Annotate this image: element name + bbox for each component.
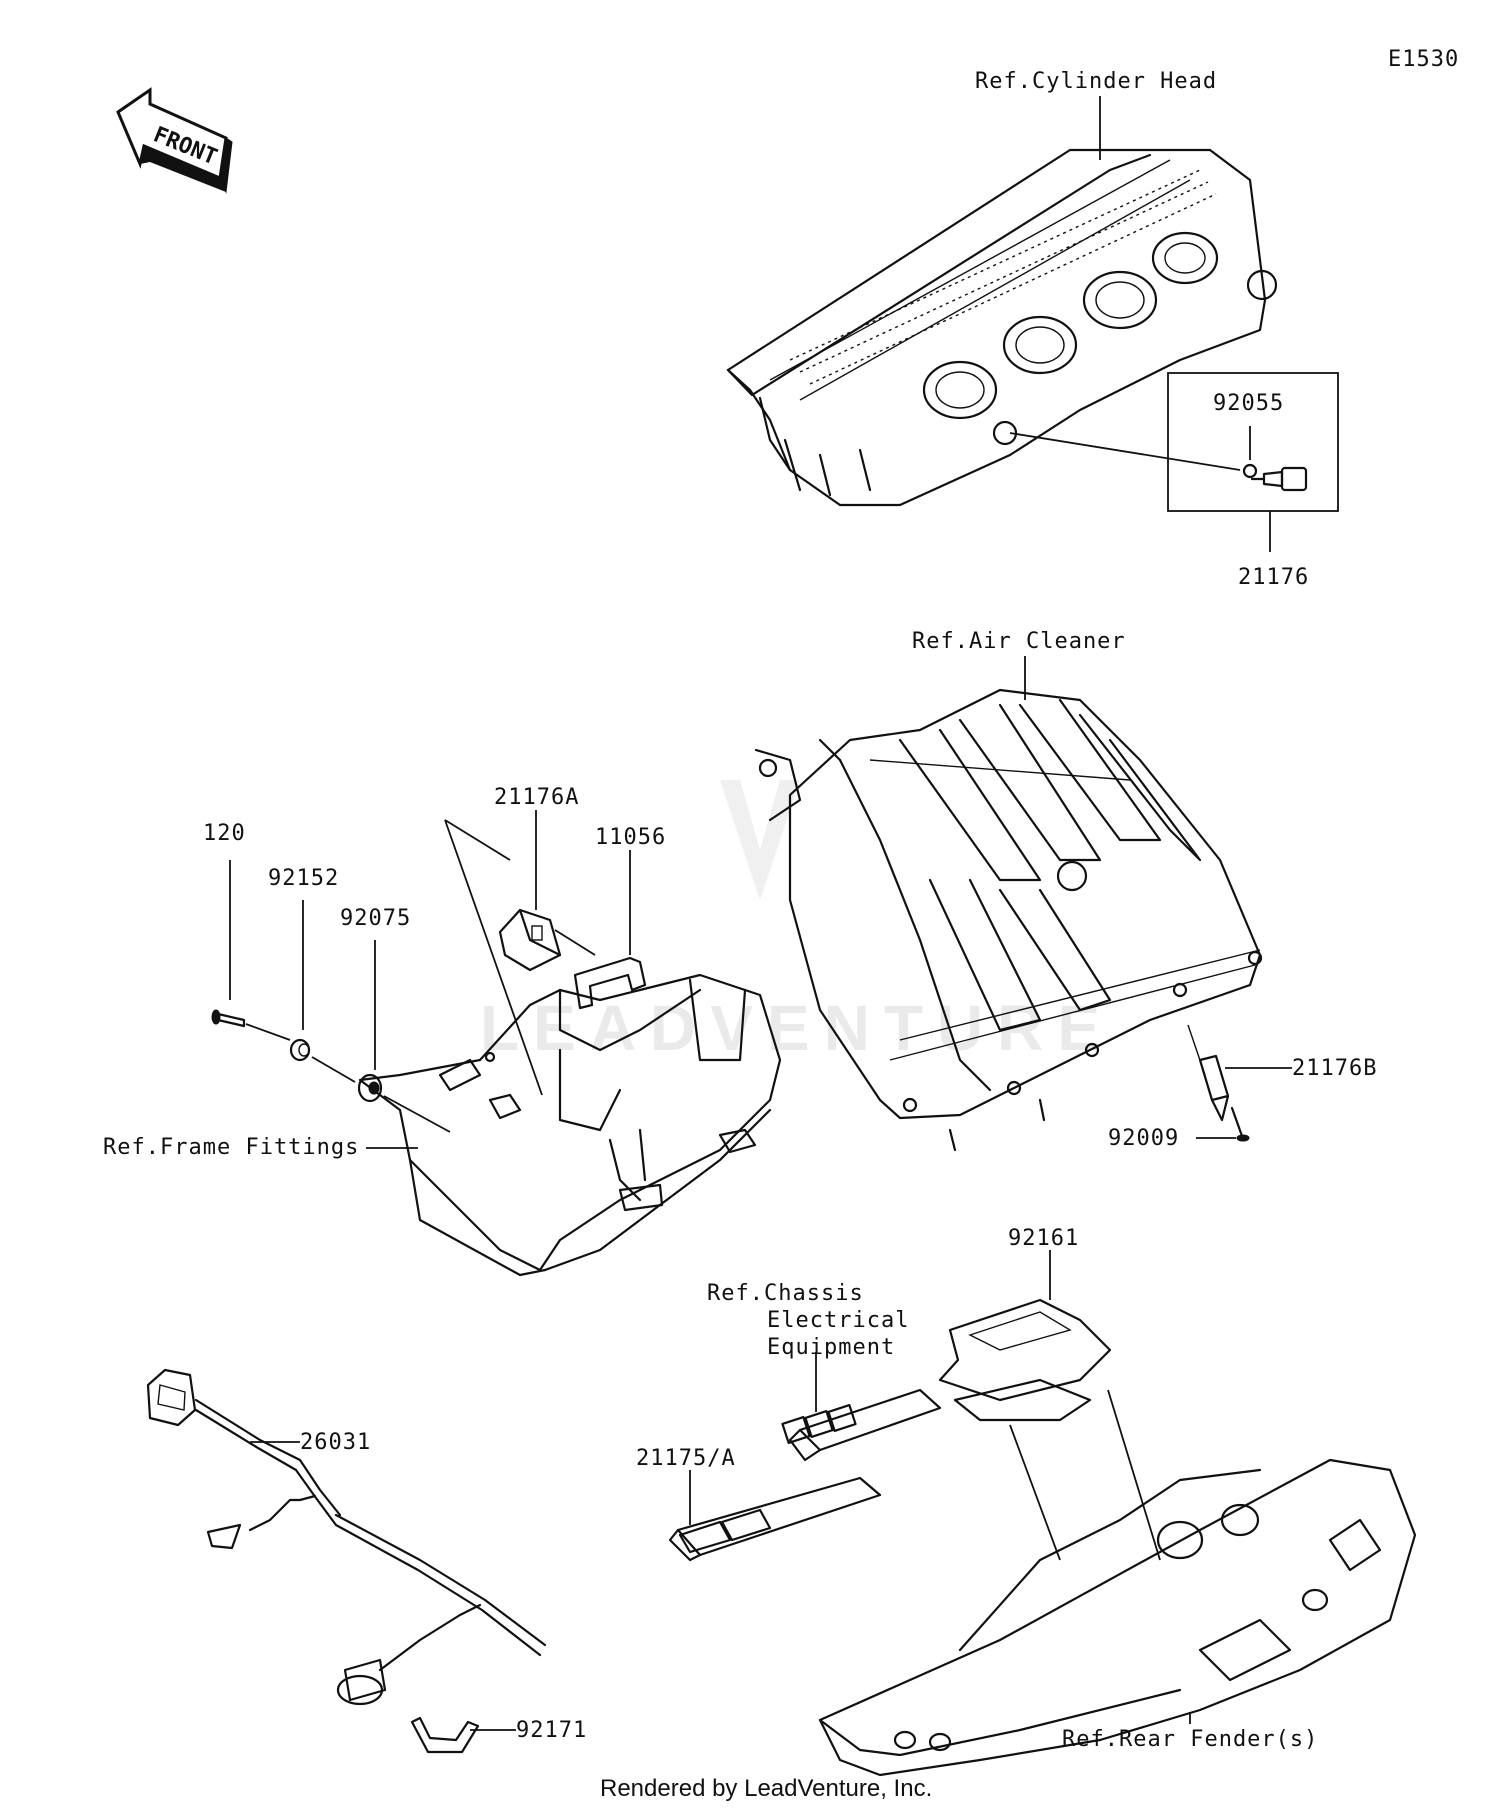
chassis-ecu [781, 1352, 942, 1462]
part-21176B-label: 21176B [1292, 1056, 1377, 1081]
leader-collar-line [311, 1056, 356, 1083]
part-92055-label: 92055 [1213, 391, 1284, 416]
wire-harness-26031 [146, 1368, 547, 1706]
tray-92161 [938, 1250, 1161, 1561]
leader-grommet-line [383, 1095, 451, 1133]
sensor-21176a [498, 895, 596, 972]
ref-rear-fender-label: Ref.Rear Fender(s) [1062, 1727, 1318, 1752]
temp-sensor-box [1009, 372, 1339, 552]
part-21176A-label: 21176A [494, 785, 579, 810]
front-arrow-icon: FRONT [116, 87, 233, 194]
clamp-92171-icon [410, 1716, 516, 1754]
leader-tray-b [444, 819, 543, 1096]
part-92171-label: 92171 [516, 1718, 587, 1743]
ref-air-cleaner-label: Ref.Air Cleaner [912, 629, 1126, 654]
part-92009-label: 92009 [1108, 1126, 1179, 1151]
ref-chassis-line2: Electrical [767, 1308, 909, 1333]
sensor-21176b [1187, 1024, 1292, 1122]
ecu-21175 [668, 1470, 882, 1562]
ref-chassis-line3: Equipment [767, 1335, 895, 1360]
leader-tray-a [444, 819, 511, 861]
part-11056-label: 11056 [595, 825, 666, 850]
part-92152-label: 92152 [268, 866, 339, 891]
part-120-label: 120 [203, 821, 246, 846]
watermark-text: LEADVENTURE [480, 992, 1114, 1064]
part-26031-label: 26031 [300, 1430, 371, 1455]
leader-bolt-line [245, 1023, 291, 1041]
air-cleaner [754, 688, 1263, 1152]
part-21175A-label: 21175/A [636, 1446, 736, 1471]
part-92161-label: 92161 [1008, 1226, 1079, 1251]
frame-fittings-tray [358, 973, 782, 1277]
grommet-92075-icon [357, 940, 383, 1103]
bracket-11056-icon [573, 850, 647, 1010]
screw-92009-icon [1196, 1106, 1250, 1142]
ref-cylinder-head-label: Ref.Cylinder Head [975, 69, 1217, 94]
leadventure-watermark: LEADVENTURE [480, 780, 1114, 1064]
collar-92152-icon [289, 900, 311, 1062]
ref-chassis-line1: Ref.Chassis [707, 1281, 864, 1306]
diagram-code: E1530 [1388, 47, 1459, 72]
bolt-120-icon [211, 860, 246, 1028]
cylinder-head [726, 148, 1278, 507]
part-92075-label: 92075 [340, 906, 411, 931]
temperature-sensor-icon [1250, 466, 1308, 492]
part-21176-label: 21176 [1238, 565, 1309, 590]
rear-fender [818, 1458, 1417, 1777]
ref-frame-fittings-label: Ref.Frame Fittings [103, 1135, 359, 1160]
footer-credit: Rendered by LeadVenture, Inc. [600, 1775, 932, 1802]
